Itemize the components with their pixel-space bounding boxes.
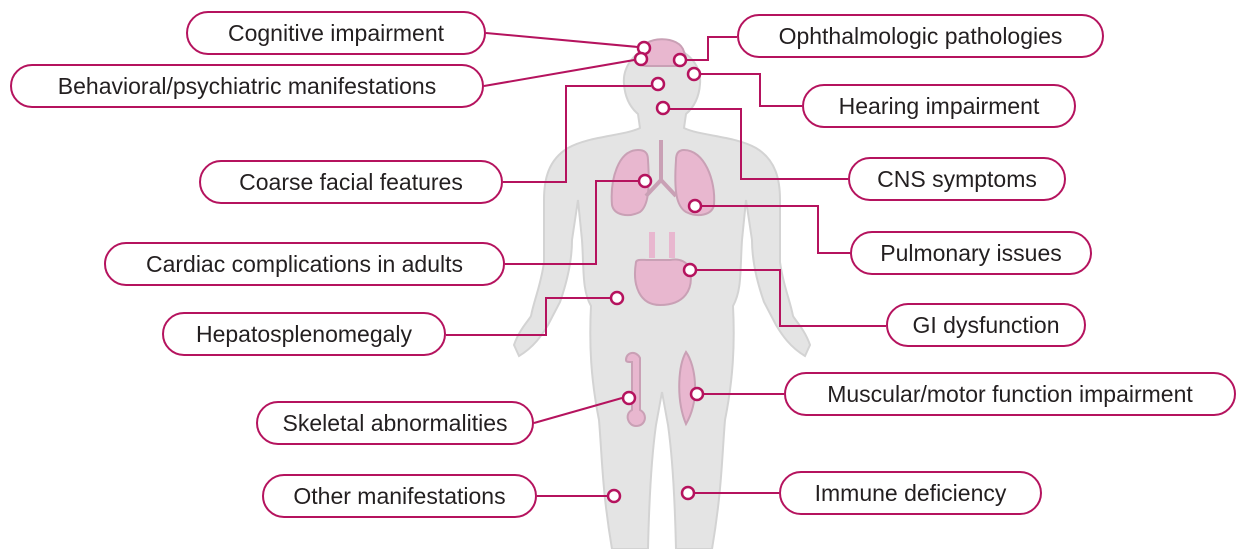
- marker-immune: [682, 487, 694, 499]
- label-other-manifestations: Other manifestations: [262, 474, 537, 518]
- label-pulmonary-issues: Pulmonary issues: [850, 231, 1092, 275]
- marker-cardiac: [639, 175, 651, 187]
- marker-behavioral: [635, 53, 647, 65]
- label-immune-deficiency: Immune deficiency: [779, 471, 1042, 515]
- connector-ophthalmologic: [686, 37, 737, 60]
- marker-skeletal: [623, 392, 635, 404]
- label-cognitive-impairment: Cognitive impairment: [186, 11, 486, 55]
- marker-gi: [684, 264, 696, 276]
- connector-cognitive: [486, 33, 638, 47]
- label-behavioral-psychiatric: Behavioral/psychiatric manifestations: [10, 64, 484, 108]
- connector-hearing: [700, 74, 802, 106]
- marker-coarse: [652, 78, 664, 90]
- label-hearing-impairment: Hearing impairment: [802, 84, 1076, 128]
- marker-ophthalmologic: [674, 54, 686, 66]
- label-ophthalmologic-pathologies: Ophthalmologic pathologies: [737, 14, 1104, 58]
- marker-muscular: [691, 388, 703, 400]
- label-cns-symptoms: CNS symptoms: [848, 157, 1066, 201]
- label-cardiac-complications: Cardiac complications in adults: [104, 242, 505, 286]
- label-hepatosplenomegaly: Hepatosplenomegaly: [162, 312, 446, 356]
- intestines-icon: [635, 259, 691, 305]
- marker-hearing: [688, 68, 700, 80]
- connector-behavioral: [484, 59, 640, 86]
- label-skeletal-abnormalities: Skeletal abnormalities: [256, 401, 534, 445]
- label-gi-dysfunction: GI dysfunction: [886, 303, 1086, 347]
- label-muscular-motor-impairment: Muscular/motor function impairment: [784, 372, 1236, 416]
- label-coarse-facial-features: Coarse facial features: [199, 160, 503, 204]
- marker-cns: [657, 102, 669, 114]
- marker-other: [608, 490, 620, 502]
- marker-pulmonary: [689, 200, 701, 212]
- marker-hepato: [611, 292, 623, 304]
